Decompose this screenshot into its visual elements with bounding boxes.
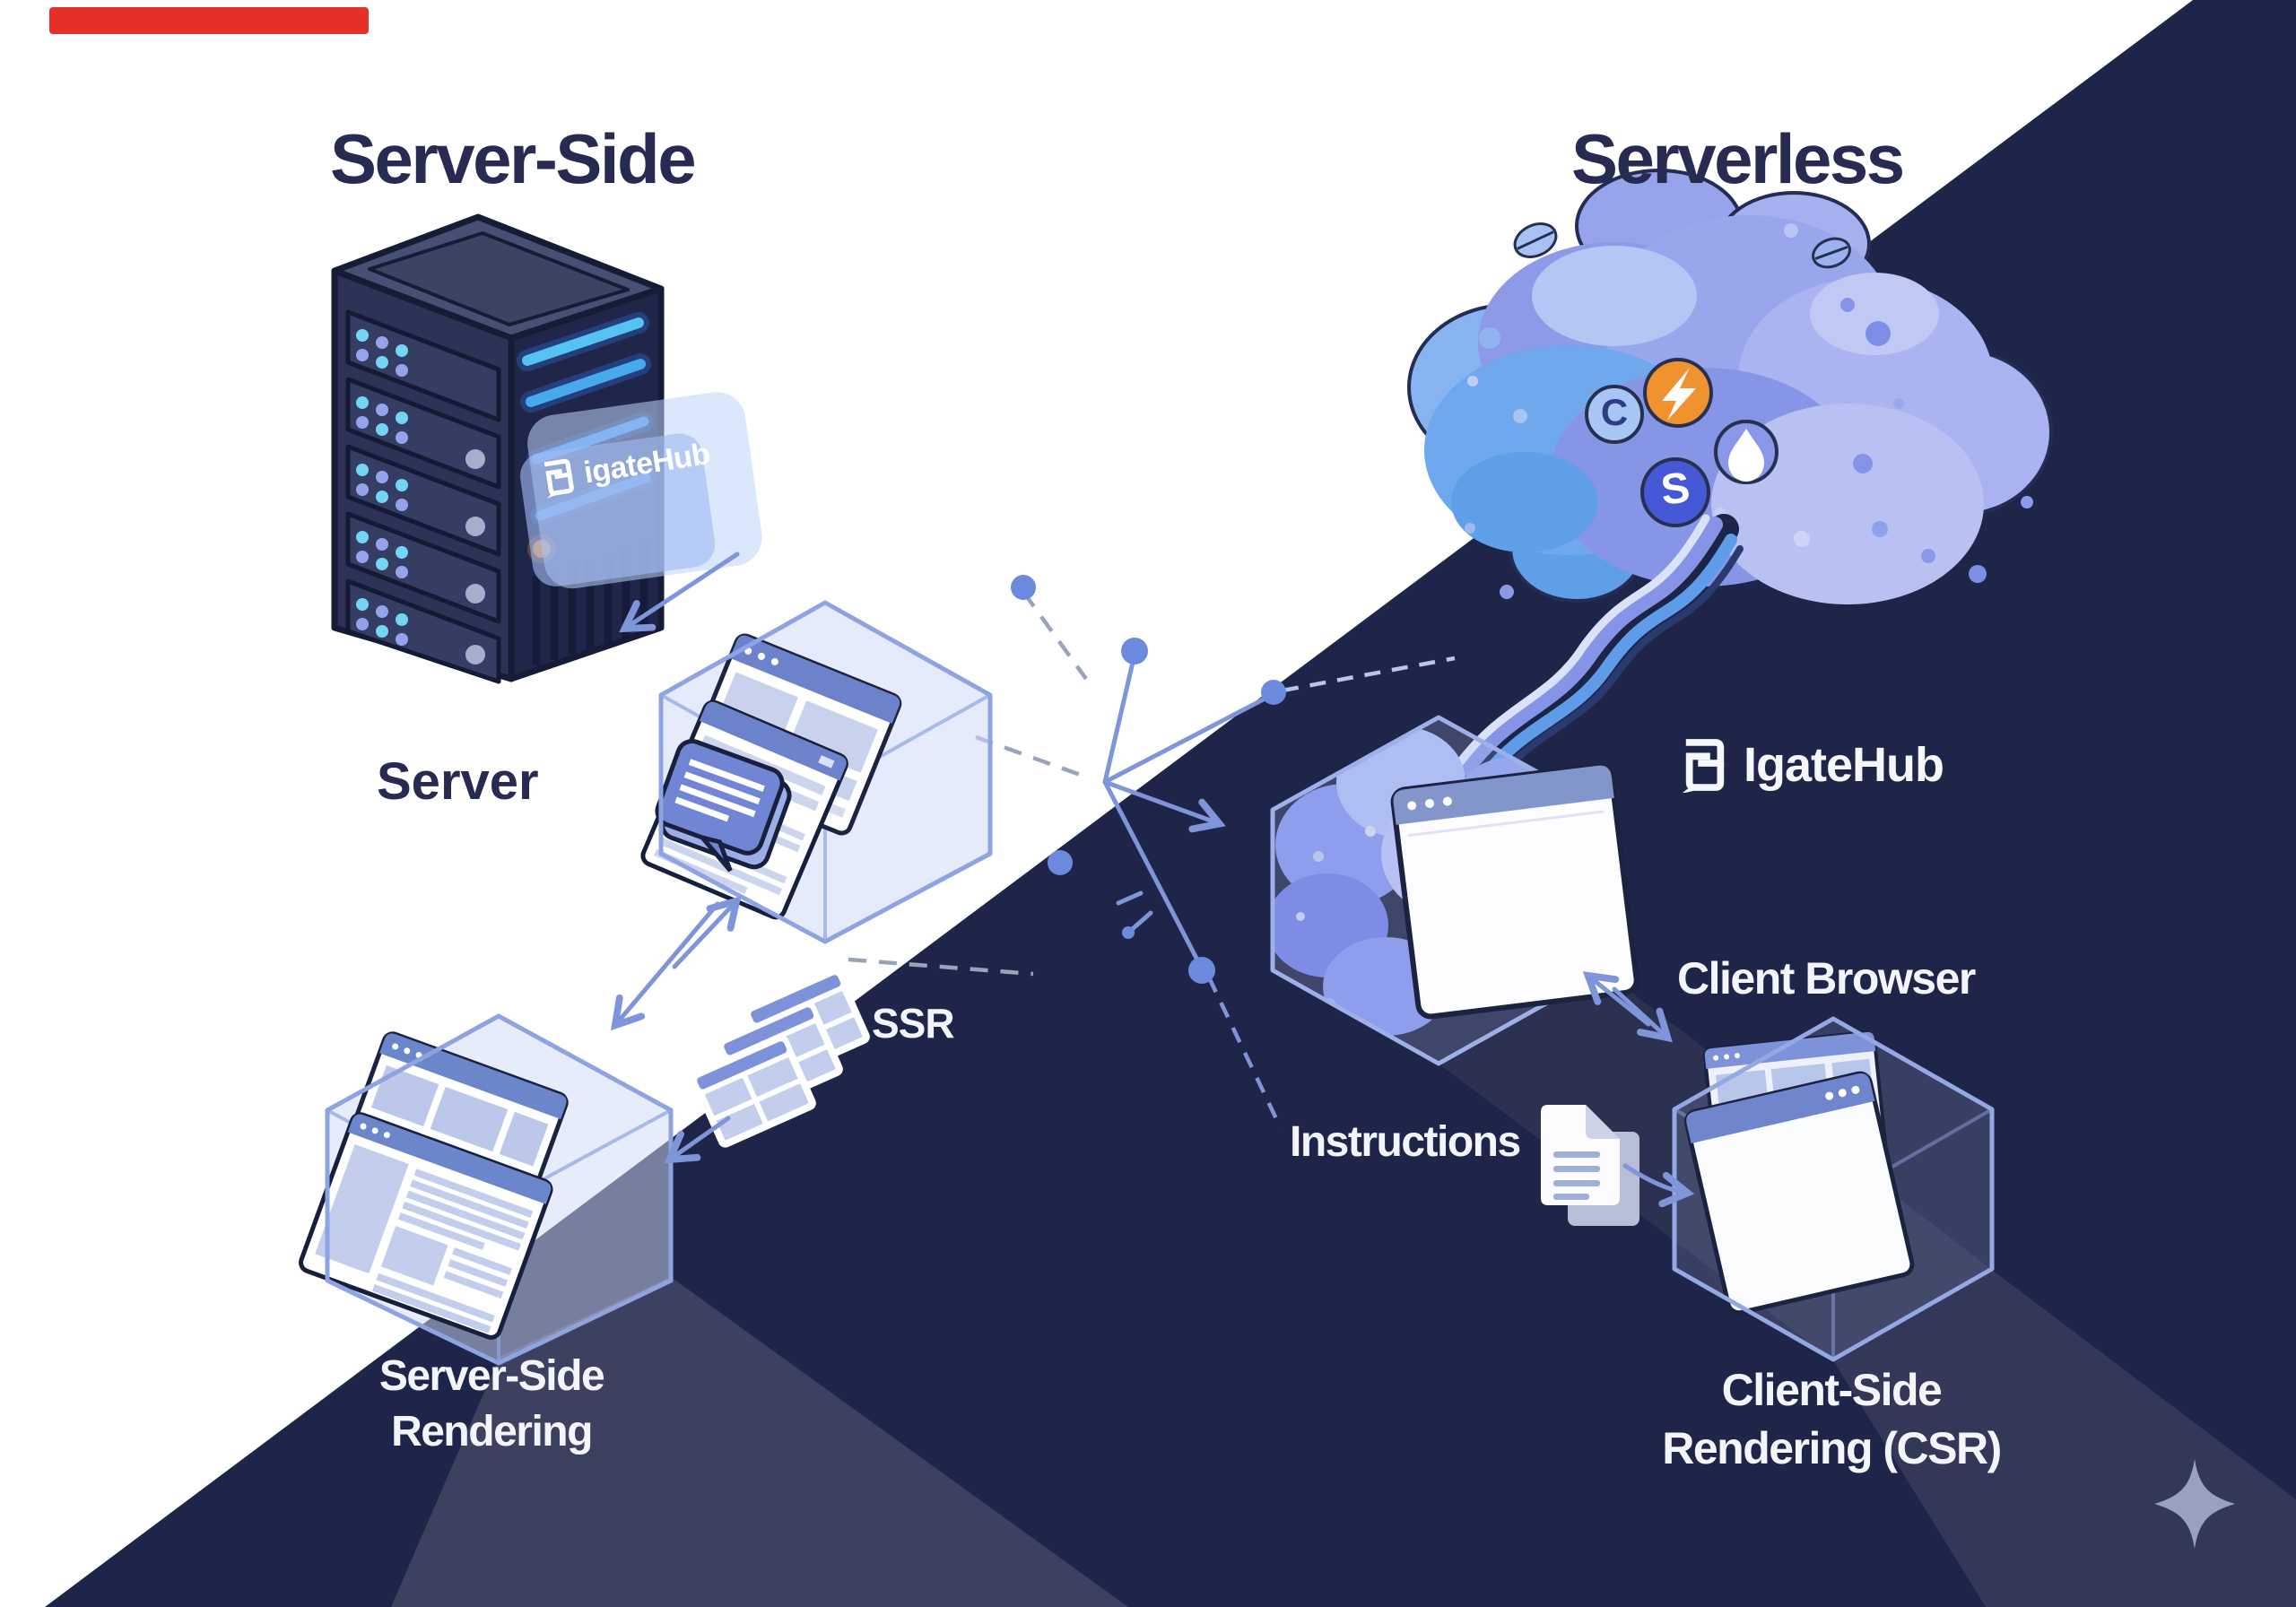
connector-lines <box>848 575 1456 1129</box>
water-drop-icon <box>1714 420 1779 484</box>
ssr-caption-line2: Rendering <box>391 1408 593 1456</box>
s-service-icon-glyph: S <box>1658 464 1692 515</box>
csr-caption-line2: Rendering (CSR) <box>1662 1423 2002 1473</box>
server-badge-brand: igateHub <box>541 435 713 499</box>
edge-render-cube <box>1270 715 1639 1066</box>
c-ring-icon-glyph: C <box>1600 391 1629 433</box>
c-ring-icon <box>1585 385 1644 444</box>
s-service-icon <box>1640 457 1710 527</box>
section-title-serverless: Serverless <box>1571 119 1905 198</box>
ssr-cube <box>299 1013 674 1366</box>
decorative-dots <box>1465 222 2033 599</box>
gateway-logo-icon <box>544 458 574 499</box>
ssr-caption-line1: Server-Side <box>378 1352 605 1400</box>
flow-arrows <box>610 552 1695 1208</box>
document-stack-icon <box>691 969 870 1148</box>
sparkle-icon <box>2154 1459 2235 1549</box>
led-dots <box>356 329 485 665</box>
csr-cube <box>1672 1016 1995 1362</box>
instructions-documents <box>1541 1105 1639 1226</box>
lightning-bolt-icon <box>1643 358 1713 428</box>
server-pages-cube <box>640 600 993 944</box>
csr-caption: Client-Side Rendering (CSR) <box>1662 1361 2002 1478</box>
ssr-cube-shadow <box>391 1277 1128 1607</box>
recording-indicator <box>49 7 369 34</box>
gateway-logo-icon <box>1683 739 1725 793</box>
browser-window-icon <box>1390 762 1639 1020</box>
instructions-label: Instructions <box>1290 1118 1521 1166</box>
section-title-server-side: Server-Side <box>330 119 697 198</box>
cloud-stream <box>1456 514 1744 791</box>
client-browser-label: Client Browser <box>1677 953 1976 1003</box>
server-label: Server <box>377 752 539 811</box>
ssr-caption: Server-Side Rendering <box>378 1349 605 1461</box>
browser-window-icon <box>1683 1071 1915 1316</box>
brand-label: IgateHub <box>1744 738 1944 792</box>
ssr-label: SSR <box>872 1000 955 1047</box>
browser-window-icon <box>299 1112 553 1340</box>
speech-bubble-icon <box>655 739 792 873</box>
csr-caption-line1: Client-Side <box>1721 1365 1943 1415</box>
csr-cube-shadow <box>1833 1270 2296 1607</box>
brand-lockup: IgateHub <box>1681 737 1944 793</box>
